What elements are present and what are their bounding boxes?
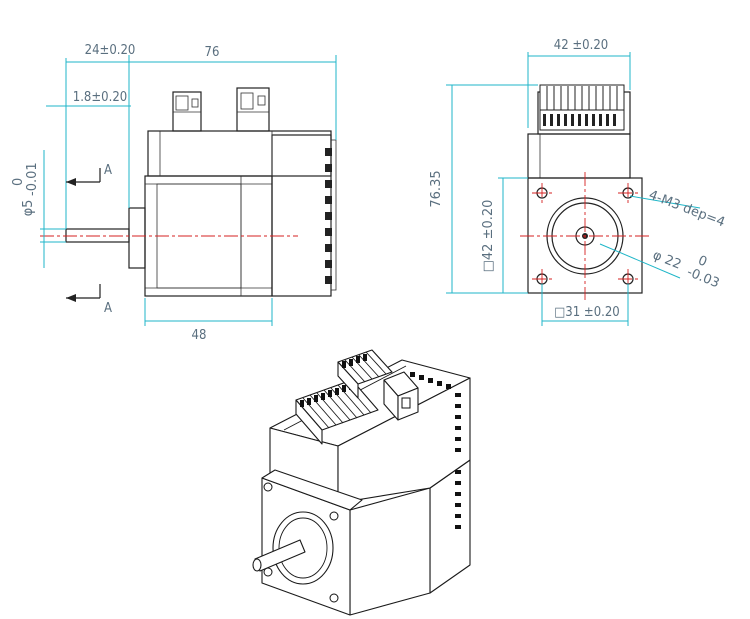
side-view-connector-2 [236, 87, 270, 132]
isometric-view [252, 349, 471, 616]
dim-shaft-upper: 0 [11, 178, 26, 186]
section-label-bottom: A [104, 301, 112, 316]
front-view-connector-block [537, 84, 631, 135]
dim-pilot-nominal: φ 22 [651, 248, 684, 273]
dim-total-length: 76 [205, 45, 220, 60]
dim-holes: 4-M3 dep=4 [647, 188, 727, 231]
dim-body-length: 48 [192, 328, 207, 343]
side-view-connector-1 [172, 91, 202, 132]
dim-top-width: 42 ±0.20 [554, 38, 608, 53]
front-view-driver-housing [527, 133, 631, 179]
front-view: 42 ±0.20 □31 ±0.20 76.35 □42 ±0.20 4-M3 … [429, 38, 727, 326]
iso-shaft [252, 539, 306, 572]
front-view-dimension-lines [446, 52, 701, 326]
dim-shaft-diameter: φ5 0 -0.01 [11, 162, 40, 216]
dim-pilot-diameter: φ 22 0 -0.03 [651, 248, 722, 292]
section-arrow-bottom [66, 284, 101, 302]
dim-hole-spacing: □31 ±0.20 [554, 305, 619, 320]
front-view-centerlines [520, 172, 650, 300]
iso-flange-top [261, 469, 363, 511]
dim-shaft-lower: -0.01 [25, 162, 40, 196]
side-view-ribs [325, 148, 332, 284]
iso-small-connector [383, 371, 419, 421]
section-arrow-top [66, 168, 101, 186]
dim-boss: 1.8±0.20 [73, 90, 127, 105]
dim-height: 76.35 [429, 170, 444, 207]
dim-flange-depth: 24±0.20 [85, 43, 136, 58]
iso-motor-right-face [349, 487, 431, 616]
iso-terminal-block-short [337, 349, 393, 399]
dim-flange-square: □42 ±0.20 [481, 200, 496, 273]
section-label-top: A [104, 163, 112, 178]
dim-shaft-nominal: φ5 [21, 200, 36, 217]
side-view-body [65, 87, 337, 297]
iso-driver-vents [410, 372, 461, 529]
side-view: 76 24±0.20 1.8±0.20 48 A A φ5 0 -0.01 [11, 43, 337, 343]
side-view-dimension-lines [40, 55, 337, 326]
